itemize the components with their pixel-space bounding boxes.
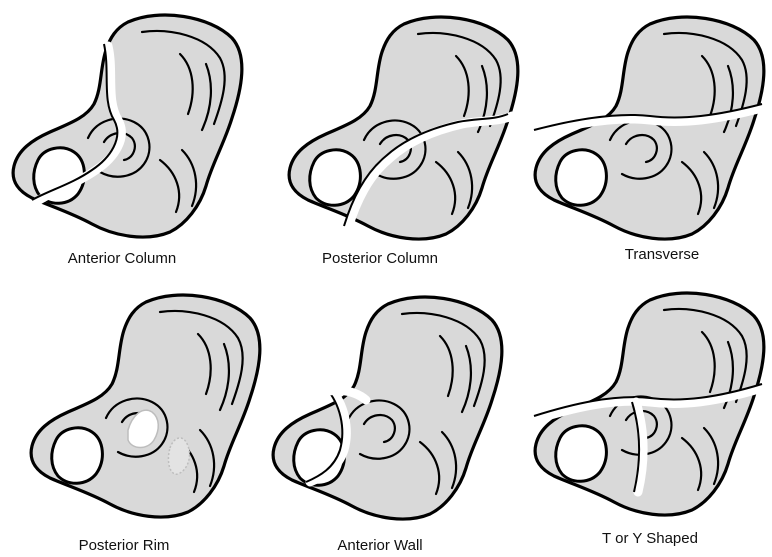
label-transverse: Transverse: [625, 246, 699, 263]
panel-anterior-column: [13, 15, 242, 237]
panel-posterior-rim: [31, 295, 260, 517]
panel-t-or-y-shaped: [534, 293, 764, 515]
label-posterior-column: Posterior Column: [322, 250, 438, 267]
label-anterior-column: Anterior Column: [68, 250, 176, 267]
label-posterior-rim: Posterior Rim: [79, 537, 170, 554]
label-t-or-y-shaped: T or Y Shaped: [602, 530, 698, 547]
label-anterior-wall: Anterior Wall: [337, 537, 422, 554]
panel-anterior-wall: [273, 297, 502, 519]
panel-posterior-column: [289, 17, 518, 239]
panel-transverse: [534, 17, 764, 239]
